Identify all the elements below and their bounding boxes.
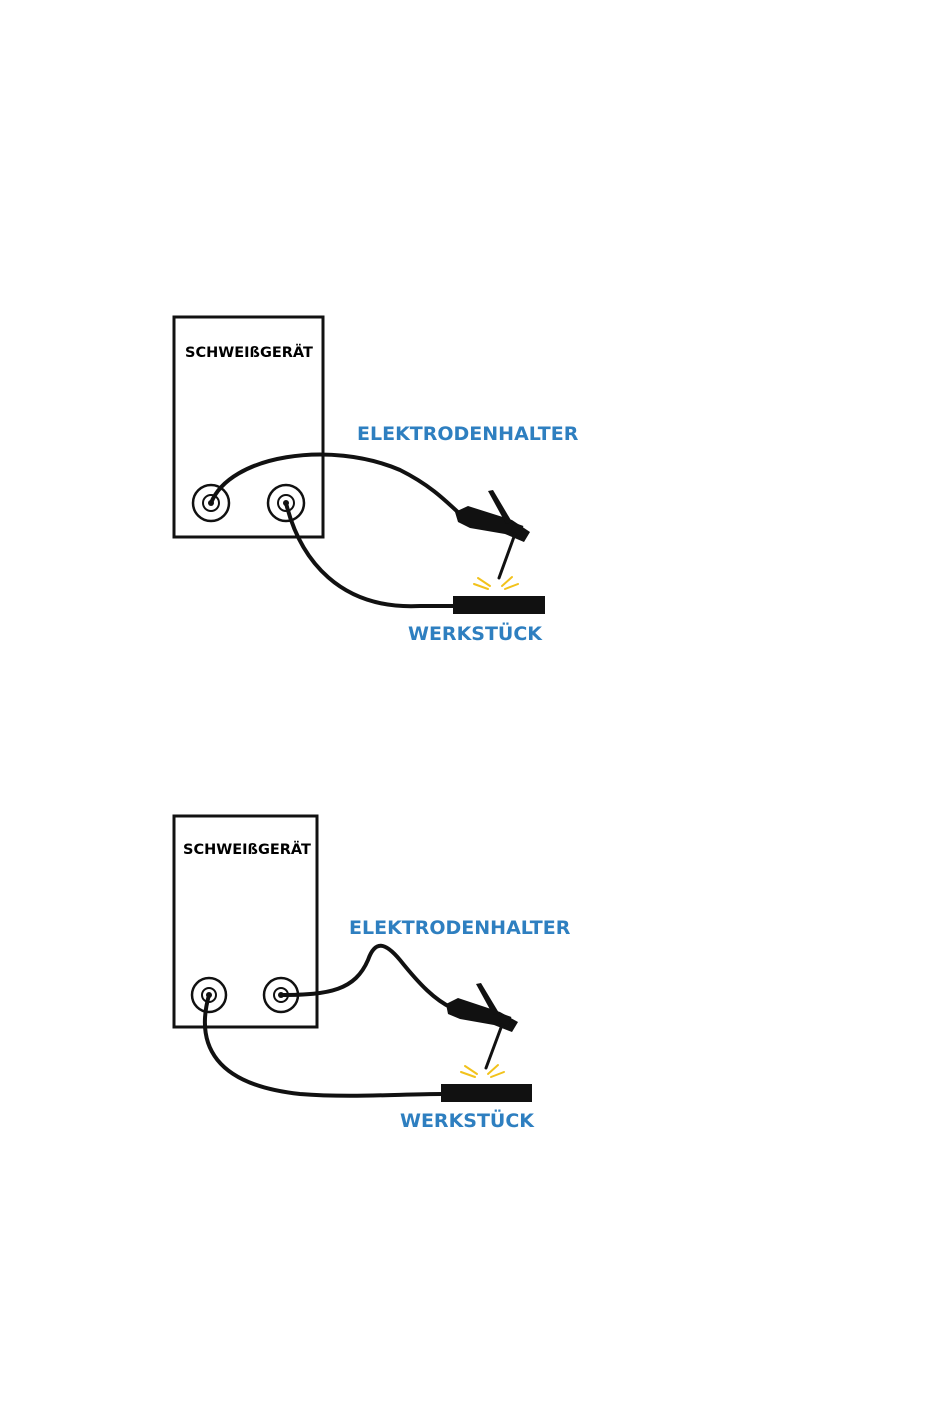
workpiece-label-2: WERKSTÜCK [400, 1108, 535, 1132]
workpiece-bar-2 [441, 1084, 532, 1102]
diagram-1: SCHWEIßGERÄT [174, 317, 579, 645]
welding-machine-label-2: SCHWEIßGERÄT [183, 841, 311, 858]
spark-icon-1 [474, 577, 518, 589]
spark-icon-2 [461, 1065, 504, 1077]
workpiece-label-1: WERKSTÜCK [408, 621, 543, 645]
electrode-holder-label-1: ELEKTRODENHALTER [357, 423, 579, 445]
welding-machine-label-1: SCHWEIßGERÄT [185, 344, 313, 361]
workpiece-bar-1 [453, 596, 545, 614]
electrode-holder-label-2: ELEKTRODENHALTER [349, 917, 571, 939]
diagram-2: SCHWEIßGERÄT [174, 816, 571, 1132]
electrode-holder-icon-2 [446, 983, 518, 1068]
electrode-holder-icon-1 [455, 490, 530, 578]
